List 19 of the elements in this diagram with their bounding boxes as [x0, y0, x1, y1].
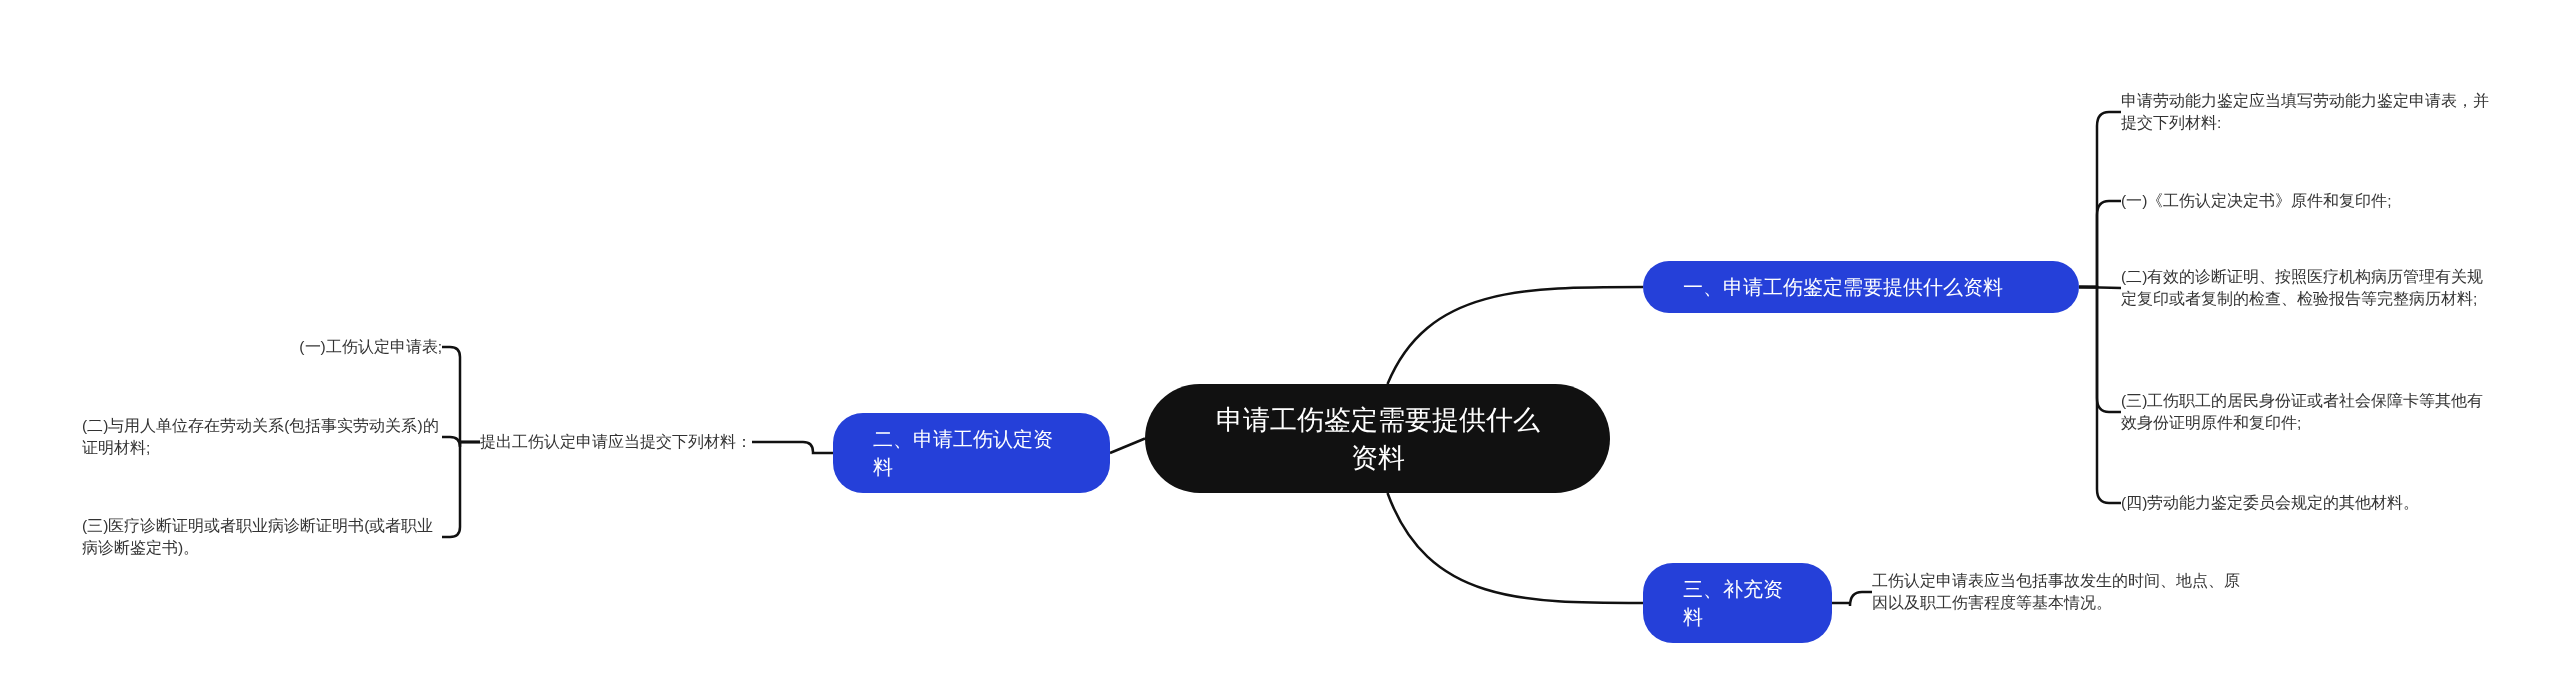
subtopic-text: (二)与用人单位存在劳动关系(包括事实劳动关系)的证明材料; — [82, 411, 442, 463]
subtopic-text: (二)有效的诊断证明、按照医疗机构病历管理有关规定复印或者复制的检查、检验报告等完整病历材料; — [2121, 262, 2491, 314]
subtopic-text: 提出工伤认定申请应当提交下列材料： — [480, 427, 752, 457]
connector-line — [1386, 492, 1643, 605]
connector-line — [1832, 590, 1872, 608]
subtopic-text: (一)工伤认定申请表; — [299, 332, 442, 362]
subtopic-text: (四)劳动能力鉴定委员会规定的其他材料。 — [2121, 488, 2420, 518]
connector-line — [752, 440, 833, 455]
subtopic-text: (三)医疗诊断证明或者职业病诊断证明书(或者职业病诊断鉴定书)。 — [82, 511, 442, 563]
subtopic-text: 工伤认定申请表应当包括事故发生的时间、地点、原因以及职工伤害程度等基本情况。 — [1872, 566, 2242, 618]
connector-line — [1109, 437, 1146, 455]
subtopic-text: (三)工伤职工的居民身份证或者社会保障卡等其他有效身份证明原件和复印件; — [2121, 386, 2491, 438]
root-topic-box: 申请工伤鉴定需要提供什么资料 — [1145, 384, 1610, 493]
subtopic-text: (一)《工伤认定决定书》原件和复印件; — [2121, 186, 2392, 216]
topic-box: 一、申请工伤鉴定需要提供什么资料 — [1643, 261, 2079, 313]
topic-box: 二、申请工伤认定资料 — [833, 413, 1110, 493]
subtopic-text: 申请劳动能力鉴定应当填写劳动能力鉴定申请表，并提交下列材料: — [2121, 86, 2491, 138]
topic-box: 三、补充资料 — [1643, 563, 1832, 643]
connector-line — [1386, 285, 1643, 385]
